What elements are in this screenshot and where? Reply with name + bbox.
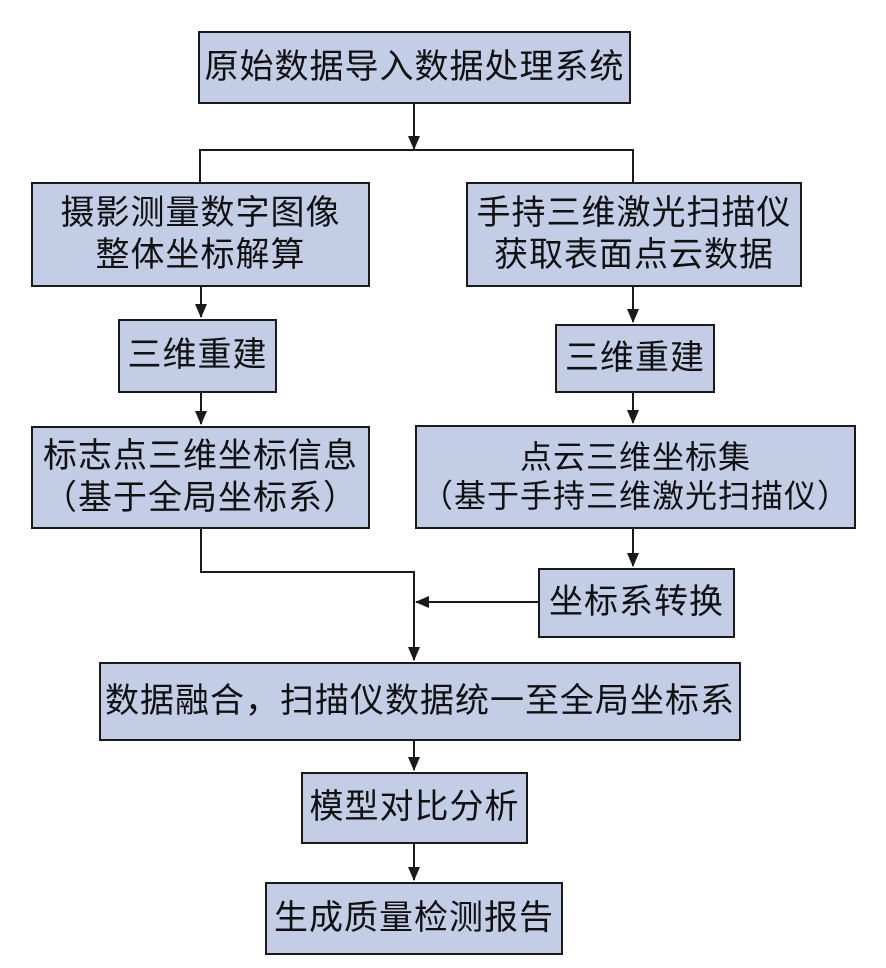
node-cloud-coords-line1: 点云三维坐标集	[519, 437, 751, 476]
connector-marker-to-merge	[200, 528, 420, 661]
node-import: 原始数据导入数据处理系统	[198, 31, 631, 104]
node-transform: 坐标系转换	[538, 568, 735, 638]
node-recon-right-line1: 三维重建	[565, 337, 705, 378]
node-marker-coords-line2: （基于全局坐标系）	[43, 477, 358, 518]
node-marker-coords: 标志点三维坐标信息 （基于全局坐标系）	[31, 426, 370, 529]
node-photo-solve-line1: 摄影测量数字图像	[60, 193, 341, 234]
node-transform-line1: 坐标系转换	[549, 582, 724, 623]
node-recon-left-line1: 三维重建	[127, 335, 268, 376]
node-report-line1: 生成质量检测报告	[274, 897, 554, 938]
node-recon-right: 三维重建	[555, 324, 715, 393]
node-marker-coords-line1: 标志点三维坐标信息	[43, 436, 358, 477]
node-model-compare: 模型对比分析	[301, 772, 528, 844]
node-scanner-acquire-line2: 获取表面点云数据	[494, 234, 774, 275]
node-cloud-coords-line2: （基于手持三维激光扫描仪）	[420, 477, 850, 515]
node-fusion-line1: 数据融合，扫描仪数据统一至全局坐标系	[105, 680, 735, 721]
connector-split	[199, 149, 634, 182]
node-fusion: 数据融合，扫描仪数据统一至全局坐标系	[99, 662, 741, 741]
node-scanner-acquire-line1: 手持三维激光扫描仪	[476, 193, 792, 234]
node-recon-left: 三维重建	[118, 319, 277, 393]
node-model-compare-line1: 模型对比分析	[309, 787, 520, 828]
node-import-line1: 原始数据导入数据处理系统	[204, 46, 625, 87]
node-cloud-coords: 点云三维坐标集 （基于手持三维激光扫描仪）	[415, 425, 856, 529]
node-scanner-acquire: 手持三维激光扫描仪 获取表面点云数据	[466, 182, 802, 287]
node-photo-solve-line2: 整体坐标解算	[95, 234, 306, 275]
node-photo-solve: 摄影测量数字图像 整体坐标解算	[31, 182, 370, 287]
node-report: 生成质量检测报告	[265, 882, 563, 955]
